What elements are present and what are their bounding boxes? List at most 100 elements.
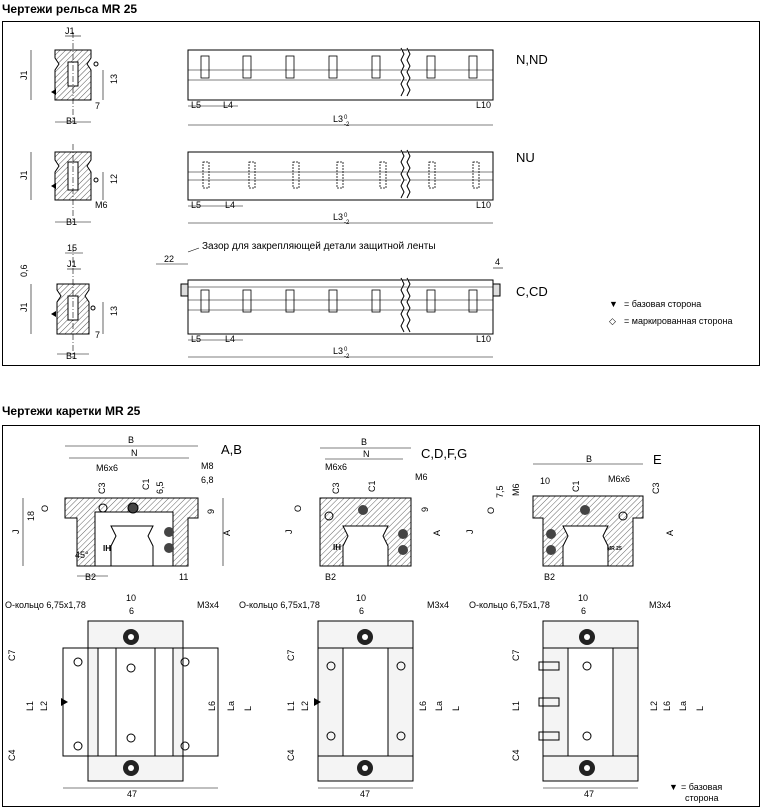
rail-c-right-dim: 4 bbox=[495, 257, 500, 267]
svg-text:47: 47 bbox=[127, 789, 137, 799]
svg-text:47: 47 bbox=[584, 789, 594, 799]
carriage-e-variant: E bbox=[653, 452, 662, 467]
svg-text:M6x6: M6x6 bbox=[325, 462, 347, 472]
carriage-drawings-panel: A,B B N M6x6 M8 6,8 C3 C1 6,5 IH 18 O J … bbox=[2, 425, 760, 807]
rail-drawings: J1 J1 13 7 B1 L5 L4 L10 L3 0 -2 N,ND bbox=[19, 26, 732, 361]
svg-text:M3x4: M3x4 bbox=[649, 600, 671, 610]
rail-n-side-view: L5 L4 L10 L3 0 -2 bbox=[187, 47, 494, 128]
svg-text:6,8: 6,8 bbox=[201, 475, 214, 485]
rail-c-l10: L10 bbox=[476, 334, 491, 344]
rail-n-l5: L5 bbox=[191, 100, 201, 110]
rail-c-side-view: Зазор для закрепляющей детали защитной л… bbox=[156, 241, 503, 360]
svg-text:B2: B2 bbox=[85, 572, 96, 582]
svg-text:L1: L1 bbox=[511, 701, 521, 711]
carriage-cdfg-top-view: О-кольцо 6,75x1,78 M3x4 10 6 C7 L1 L2 L6… bbox=[239, 593, 461, 799]
svg-text:10: 10 bbox=[578, 593, 588, 603]
svg-text:▼: ▼ bbox=[669, 782, 678, 792]
rail-c-dim-width: B1 bbox=[66, 351, 77, 361]
svg-text:M6x6: M6x6 bbox=[96, 463, 118, 473]
rail-c-dim-bottom: 7 bbox=[95, 330, 100, 340]
rail-c-gap-note: Зазор для закрепляющей детали защитной л… bbox=[202, 241, 436, 252]
svg-text:C4: C4 bbox=[286, 749, 296, 761]
rail-n-dim-bottom: 7 bbox=[95, 101, 100, 111]
svg-text:45°: 45° bbox=[75, 550, 89, 560]
svg-text:MR 25: MR 25 bbox=[607, 546, 622, 552]
svg-text:J: J bbox=[465, 530, 475, 535]
svg-text:L2: L2 bbox=[649, 701, 659, 711]
svg-text:L6: L6 bbox=[662, 701, 672, 711]
svg-text:IH: IH bbox=[333, 543, 341, 552]
rail-nu-l10: L10 bbox=[476, 200, 491, 210]
rail-nu-cross-section: J1 12 M6 B1 bbox=[19, 144, 119, 227]
svg-text:= базовая: = базовая bbox=[681, 782, 722, 792]
svg-text:18: 18 bbox=[26, 511, 36, 521]
carriage-ab-top-view: О-кольцо 6,75x1,78 M3x4 10 6 C7 L1 L2 L6… bbox=[5, 593, 253, 799]
svg-text:O: O bbox=[486, 507, 496, 514]
svg-text:6: 6 bbox=[359, 606, 364, 616]
rail-n-l3: L3 bbox=[333, 114, 343, 124]
carriage-cdfg-front-view: C,D,F,G B N M6x6 M6 C3 C1 IH O J 9 A B2 bbox=[284, 437, 467, 582]
svg-text:C1: C1 bbox=[141, 478, 151, 490]
rail-legend: ▼ = базовая сторона ◇ = маркированная ст… bbox=[609, 299, 732, 326]
rail-c-variant: C,CD bbox=[516, 284, 548, 299]
svg-text:J: J bbox=[11, 530, 21, 535]
svg-text:O: O bbox=[40, 505, 50, 512]
rail-c-l5: L5 bbox=[191, 334, 201, 344]
rail-c-dim-left: J1 bbox=[19, 302, 29, 312]
rail-n-l3-tol-top: 0 bbox=[344, 115, 348, 121]
rail-c-l3: L3 bbox=[333, 346, 343, 356]
svg-text:О-кольцо 6,75x1,78: О-кольцо 6,75x1,78 bbox=[469, 600, 550, 610]
svg-text:M6: M6 bbox=[511, 483, 521, 496]
rail-n-l10: L10 bbox=[476, 100, 491, 110]
svg-text:10: 10 bbox=[540, 476, 550, 486]
legend-marked-symbol: ◇ bbox=[609, 316, 616, 326]
carriage-e-front-view: E B M6x6 10 7,5 M6 C1 C3 MR 25 O J A B2 bbox=[465, 452, 675, 582]
rail-nu-l4: L4 bbox=[225, 200, 235, 210]
rail-nu-dim-bottom: M6 bbox=[95, 200, 108, 210]
svg-text:IH: IH bbox=[103, 544, 111, 553]
rail-n-dim-left: J1 bbox=[19, 70, 29, 80]
svg-text:A: A bbox=[222, 530, 232, 536]
rail-n-dim-right: 13 bbox=[109, 74, 119, 84]
svg-text:7,5: 7,5 bbox=[495, 485, 505, 498]
svg-text:9: 9 bbox=[206, 509, 216, 514]
svg-text:La: La bbox=[226, 701, 236, 711]
svg-text:C1: C1 bbox=[367, 480, 377, 492]
svg-text:0: 0 bbox=[344, 347, 348, 353]
svg-text:-2: -2 bbox=[344, 220, 350, 226]
rail-n-cross-section: J1 J1 13 7 B1 bbox=[19, 26, 119, 126]
rail-n-l4: L4 bbox=[223, 100, 233, 110]
svg-text:L1: L1 bbox=[25, 701, 35, 711]
rail-n-dim-width: B1 bbox=[66, 116, 77, 126]
legend-base-symbol: ▼ bbox=[609, 299, 618, 309]
svg-text:A: A bbox=[432, 530, 442, 536]
svg-text:L: L bbox=[451, 706, 461, 711]
svg-text:C1: C1 bbox=[571, 480, 581, 492]
carriage-cdfg-variant: C,D,F,G bbox=[421, 446, 467, 461]
svg-text:6,5: 6,5 bbox=[155, 481, 165, 494]
svg-text:10: 10 bbox=[356, 593, 366, 603]
base-side-marker bbox=[51, 89, 56, 95]
svg-text:A: A bbox=[665, 530, 675, 536]
svg-text:B: B bbox=[586, 454, 592, 464]
carriage-ab-front-view: A,B B N M6x6 M8 6,8 C3 C1 6,5 IH 18 O J … bbox=[11, 435, 242, 582]
svg-text:О-кольцо 6,75x1,78: О-кольцо 6,75x1,78 bbox=[239, 600, 320, 610]
svg-text:O: O bbox=[293, 505, 303, 512]
svg-text:L1: L1 bbox=[286, 701, 296, 711]
svg-text:La: La bbox=[678, 701, 688, 711]
rail-nu-side-view: L5 L4 L10 L3 0 -2 bbox=[187, 149, 494, 226]
svg-text:C7: C7 bbox=[286, 649, 296, 661]
svg-text:-2: -2 bbox=[344, 354, 350, 360]
svg-text:C3: C3 bbox=[97, 482, 107, 494]
svg-text:N: N bbox=[131, 448, 138, 458]
legend-marked-text: = маркированная сторона bbox=[624, 316, 732, 326]
rail-nu-dim-right: 12 bbox=[109, 174, 119, 184]
svg-text:M3x4: M3x4 bbox=[197, 600, 219, 610]
svg-text:L6: L6 bbox=[418, 701, 428, 711]
rail-c-l4: L4 bbox=[225, 334, 235, 344]
svg-text:О-кольцо 6,75x1,78: О-кольцо 6,75x1,78 bbox=[5, 600, 86, 610]
rail-c-cross-section: 15 J1 0,6 J1 13 7 B1 bbox=[19, 243, 119, 361]
svg-text:B2: B2 bbox=[325, 572, 336, 582]
svg-text:11: 11 bbox=[179, 572, 188, 582]
svg-text:C7: C7 bbox=[7, 649, 17, 661]
